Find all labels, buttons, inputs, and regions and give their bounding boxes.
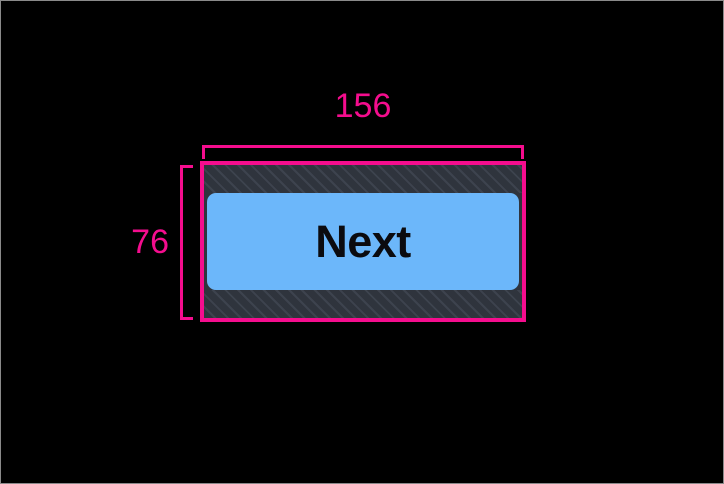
height-dimension-bracket (180, 165, 193, 320)
width-dimension-bracket (202, 145, 524, 159)
spacing-hatch-bottom (204, 290, 522, 318)
next-button[interactable]: Next (207, 193, 519, 290)
element-bounding-box-highlight[interactable]: Next (200, 161, 526, 322)
spacing-hatch-top (204, 165, 522, 193)
next-button-label: Next (315, 216, 411, 267)
width-dimension-label: 156 (334, 87, 392, 125)
height-dimension-label: 76 (131, 223, 169, 261)
